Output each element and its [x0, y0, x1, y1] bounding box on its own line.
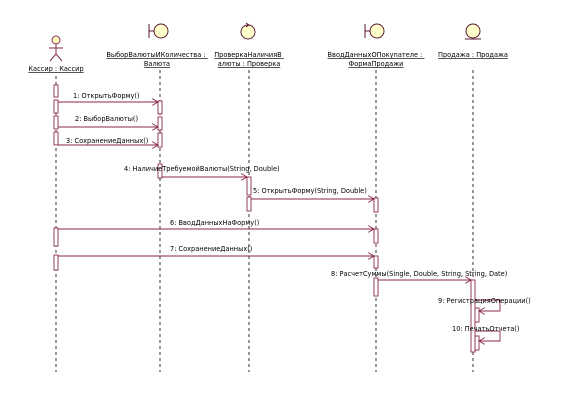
object-label-line: алюты : Проверка: [218, 60, 281, 68]
object-vybor-valyuty: ВыборВалютыИКоличества : Валюта: [106, 23, 208, 68]
message-arrow-self: [475, 330, 501, 341]
activation-bar: [373, 197, 379, 213]
object-label-line: ВводДанныхОПокупателе :: [328, 51, 425, 59]
message-label: 5: ОткрытьФорму(String, Double): [253, 187, 367, 195]
message-label: 9: РегистрацияОперации(): [438, 297, 531, 305]
activation-bar: [53, 99, 59, 114]
activation-bar: [246, 176, 252, 196]
activation-bar: [157, 100, 163, 115]
activation-bar: [157, 132, 163, 148]
object-proverka: ПроверкаНаличияВ алюты : Проверка: [214, 22, 284, 68]
messages: 1: ОткрытьФорму() 2: ВыборВалюты() 3: Со…: [58, 92, 531, 341]
boundary-icon: [148, 23, 169, 39]
activation-bar: [53, 254, 59, 271]
actor-stick-figure-icon: [49, 35, 63, 62]
object-label-line: ФормаПродажи: [349, 60, 404, 68]
message-label: 6: ВводДанныхНаФорму(): [170, 219, 259, 227]
activation-bar: [157, 116, 163, 131]
entity-icon: [465, 23, 481, 40]
activations: [53, 84, 480, 353]
activation-bar: [474, 307, 480, 323]
object-prodazha: Продажа : Продажа: [438, 23, 508, 59]
activation-bar: [373, 255, 379, 269]
message-label: 10: ПечатьОтчета(): [452, 325, 519, 333]
message-arrow-self: [475, 299, 501, 311]
actor-kassir: Кассир : Кассир: [28, 35, 84, 73]
activation-bar: [373, 277, 379, 297]
boundary-icon: [364, 23, 385, 39]
object-label-line: Валюта: [144, 60, 170, 68]
message-label: 1: ОткрытьФорму(): [73, 92, 140, 100]
object-vvod-dannyh: ВводДанныхОПокупателе : ФормаПродажи: [328, 23, 425, 68]
actor-label: Кассир : Кассир: [28, 65, 83, 73]
message-label: 8: РасчетСуммы(Single, Double, String, S…: [331, 270, 507, 278]
object-label-line: Продажа : Продажа: [438, 51, 508, 59]
control-icon: [240, 22, 256, 40]
message-label: 2: ВыборВалюты(): [75, 115, 138, 123]
activation-bar: [246, 196, 252, 212]
message-label: 4: НаличиеТребуемойВалюты(String, Double…: [124, 165, 280, 173]
activation-bar: [373, 228, 379, 244]
activation-bar: [157, 163, 163, 179]
activation-bar: [470, 279, 476, 353]
message-label: 3: СохранениеДанных(): [66, 137, 148, 145]
svg-text:ПроверкаНаличияВ алюты :: ПроверкаНаличияВ алюты : Проверка: [214, 51, 284, 68]
object-label-line: ВыборВалютыИКоличества :: [106, 51, 207, 59]
activation-bar: [474, 335, 480, 351]
svg-text:ВводДанныхОПокупателе :: ВводДанныхОПокупателе : ФормаПродажи: [328, 51, 425, 68]
svg-text:ВыборВалютыИКоличества :: ВыборВалютыИКоличества : Валюта: [106, 51, 207, 68]
activation-bar: [53, 227, 59, 247]
message-label: 7: СохранениеДанных(): [170, 245, 252, 253]
object-label-line: ПроверкаНаличияВ: [214, 51, 282, 59]
activation-bar: [53, 131, 59, 146]
activation-bar: [53, 84, 59, 98]
activation-bar: [53, 115, 59, 130]
svg-text:Продажа : Продажа: Продажа : Продажа: [438, 51, 508, 59]
